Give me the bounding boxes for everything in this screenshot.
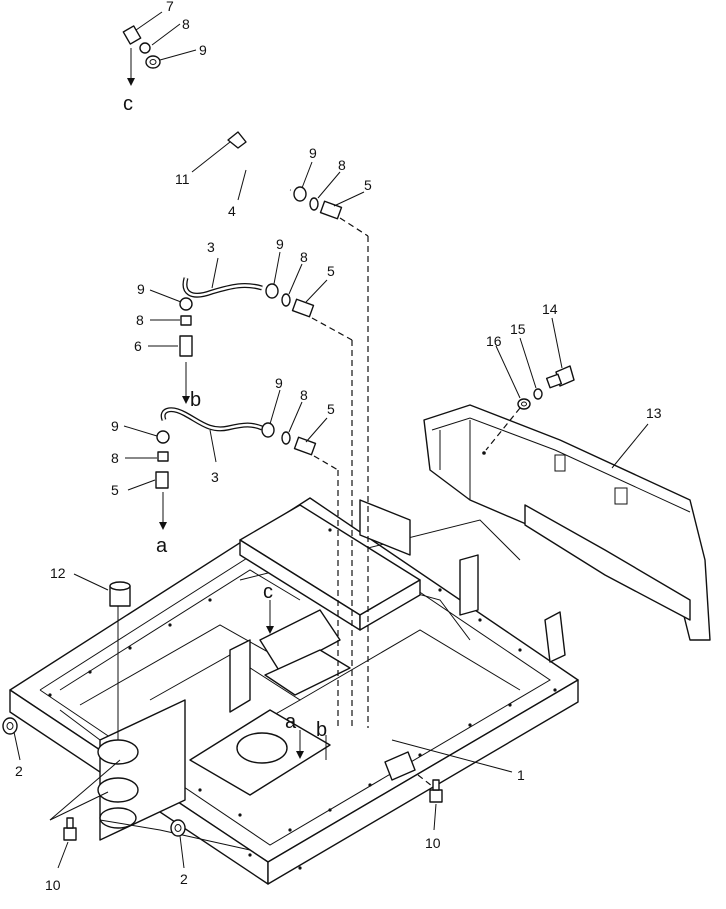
callout-3: 3 [211,469,219,485]
callout-4: 4 [228,203,236,219]
callout-8: 8 [136,312,144,328]
main-frame [9,497,579,885]
callout-8: 8 [300,249,308,265]
connection-b-mid: b [190,389,201,411]
callout-9: 9 [199,42,207,58]
callout-11: 11 [175,171,190,187]
callout-7: 7 [166,0,174,14]
connection-a-low: a [156,535,168,557]
callout-12: 12 [50,565,66,581]
frame-bolt-holes [48,528,557,870]
connection-c-frame: c [263,581,273,603]
nut-bottom [170,819,186,837]
callout-labels: 1 2 2 3 3 4 5 5 5 5 6 7 8 8 8 8 8 8 9 9 … [15,0,662,893]
callout-9: 9 [276,236,284,252]
hose-3-upper-assembly [179,277,353,728]
callout-9: 9 [275,375,283,391]
callout-9: 9 [137,281,145,297]
callout-5: 5 [111,482,119,498]
callout-8: 8 [300,387,308,403]
callout-8: 8 [182,16,190,32]
callout-13: 13 [646,405,662,421]
counterweight [423,404,711,641]
connection-b-frame: b [316,719,327,741]
callout-8: 8 [111,450,119,466]
callout-9: 9 [309,145,317,161]
grease-fitting-right [417,774,443,803]
callout-6: 6 [134,338,142,354]
nut-left [2,717,18,735]
callout-16: 16 [486,333,502,349]
callout-3: 3 [207,239,215,255]
counterweight-bolt [485,365,575,451]
hose-4-assembly [122,25,369,728]
connection-letters: c b a c a b [123,93,327,741]
callout-2: 2 [15,763,23,779]
callout-10: 10 [425,835,441,851]
connection-a-frame: a [285,711,297,733]
pivot-bushing [109,581,131,740]
callout-15: 15 [510,321,526,337]
grease-fitting-left [63,817,77,841]
callout-2: 2 [180,871,188,887]
callout-8: 8 [338,157,346,173]
callout-5: 5 [327,263,335,279]
callout-10: 10 [45,877,61,893]
callout-14: 14 [542,301,558,317]
callout-1: 1 [517,767,525,783]
callout-9: 9 [111,418,119,434]
connection-c-top: c [123,93,133,115]
callout-5: 5 [364,177,372,193]
callout-leaders [13,11,649,869]
callout-5: 5 [327,401,335,417]
